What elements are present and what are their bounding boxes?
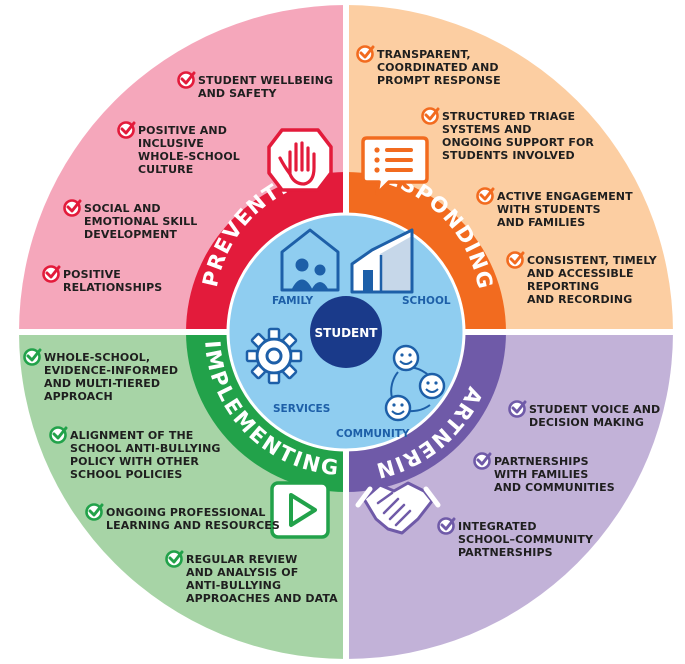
item-text-line: AND MULTI-TIERED [44, 377, 160, 390]
item-text-line: WHOLE-SCHOOL [138, 150, 240, 163]
item-text-line: PARTNERSHIPS [458, 546, 553, 559]
item-text-line: AND COMMUNITIES [494, 481, 615, 494]
item-text-line: PARTNERSHIPS [494, 455, 589, 468]
item-text-line: STUDENT VOICE AND [529, 403, 660, 416]
check-circle-icon [421, 107, 440, 125]
check-circle-icon [117, 121, 136, 139]
check-circle-icon [473, 452, 492, 470]
item-text-line: ANTI-BULLYING [186, 579, 281, 592]
check-circle-icon [165, 550, 184, 568]
item-text-line: LEARNING AND RESOURCES [106, 519, 280, 532]
item-text-line: AND RECORDING [527, 293, 632, 306]
school-label: SCHOOL [402, 295, 451, 307]
family-label: FAMILY [272, 295, 314, 307]
speech-list-icon [361, 136, 429, 196]
item-text-line: ALIGNMENT OF THE [70, 429, 193, 442]
check-circle-icon [63, 199, 82, 217]
handshake-icon [355, 481, 441, 535]
item-text-line: PROMPT RESPONSE [377, 74, 501, 87]
check-circle-icon [508, 400, 527, 418]
item-text-line: POSITIVE AND [138, 124, 227, 137]
student-label: STUDENT [315, 326, 379, 340]
check-circle-icon [42, 265, 61, 283]
item-text-line: AND FAMILIES [497, 216, 585, 229]
community-faces-icon [384, 344, 446, 422]
item-text-line: ACTIVE ENGAGEMENT [497, 190, 633, 203]
item-text-line: CONSISTENT, TIMELY [527, 254, 658, 267]
item-text-line: AND SAFETY [198, 87, 278, 100]
item-text-line: WITH FAMILIES [494, 468, 588, 481]
hand-stop-icon [267, 128, 333, 192]
item-text-line: STRUCTURED TRIAGE [442, 110, 575, 123]
item-text-line: ONGOING PROFESSIONAL [106, 506, 266, 519]
item-text-line: CULTURE [138, 163, 193, 176]
check-circle-icon [476, 187, 495, 205]
services-gear-icon [245, 327, 303, 385]
item-text-line: SCHOOL ANTI-BULLYING [70, 442, 221, 455]
item-text-line: STUDENTS INVOLVED [442, 149, 575, 162]
item-text-line: STUDENT WELLBEING [198, 74, 333, 87]
play-icon [270, 481, 330, 539]
check-circle-icon [23, 348, 42, 366]
item-text-line: INTEGRATED [458, 520, 537, 533]
item-text-line: POLICY WITH OTHER [70, 455, 199, 468]
check-circle-icon [506, 251, 525, 269]
item-text-line: SYSTEMS AND [442, 123, 531, 136]
item-text-line: REGULAR REVIEW [186, 553, 297, 566]
item-text-line: SCHOOL POLICIES [70, 468, 182, 481]
community-label: COMMUNITY [336, 428, 410, 440]
item-text-line: APPROACHES AND DATA [186, 592, 338, 605]
item-text-line: COORDINATED AND [377, 61, 499, 74]
student-circle [310, 296, 382, 368]
check-circle-icon [356, 45, 375, 63]
item-text-line: EVIDENCE-INFORMED [44, 364, 178, 377]
item-text-line: DEVELOPMENT [84, 228, 177, 241]
school-building-icon [350, 228, 414, 294]
item-text-line: AND ANALYSIS OF [186, 566, 298, 579]
item-text-line: SCHOOL–COMMUNITY [458, 533, 594, 546]
item-text-line: APPROACH [44, 390, 113, 403]
item-text-line: ONGOING SUPPORT FOR [442, 136, 594, 149]
item-text-line: WHOLE-SCHOOL, [44, 351, 150, 364]
item-text-line: AND ACCESSIBLE [527, 267, 634, 280]
services-label: SERVICES [273, 403, 330, 415]
family-house-icon [280, 228, 340, 292]
item-text-line: EMOTIONAL SKILL [84, 215, 197, 228]
item-text-line: RELATIONSHIPS [63, 281, 162, 294]
item-text-line: TRANSPARENT, [377, 48, 471, 61]
item-text-line: INCLUSIVE [138, 137, 204, 150]
item-text-line: REPORTING [527, 280, 599, 293]
check-circle-icon [437, 517, 456, 535]
check-circle-icon [177, 71, 196, 89]
check-circle-icon [85, 503, 104, 521]
item-text-line: DECISION MAKING [529, 416, 644, 429]
item-text-line: POSITIVE [63, 268, 121, 281]
item-text-line: SOCIAL AND [84, 202, 161, 215]
item-text-line: WITH STUDENTS [497, 203, 601, 216]
check-circle-icon [49, 426, 68, 444]
